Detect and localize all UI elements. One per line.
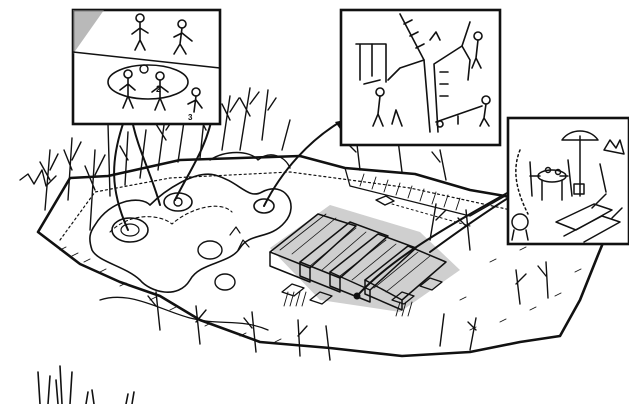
garden-paths — [90, 153, 291, 331]
soccer-field-callout: 2 3 — [73, 10, 220, 124]
playground-callout — [341, 10, 500, 145]
patio-callout — [508, 118, 629, 244]
building-cluster — [270, 196, 460, 316]
player-number-3: 3 — [188, 113, 193, 122]
foreground-grass — [38, 366, 134, 404]
player-number-2: 2 — [156, 84, 161, 94]
